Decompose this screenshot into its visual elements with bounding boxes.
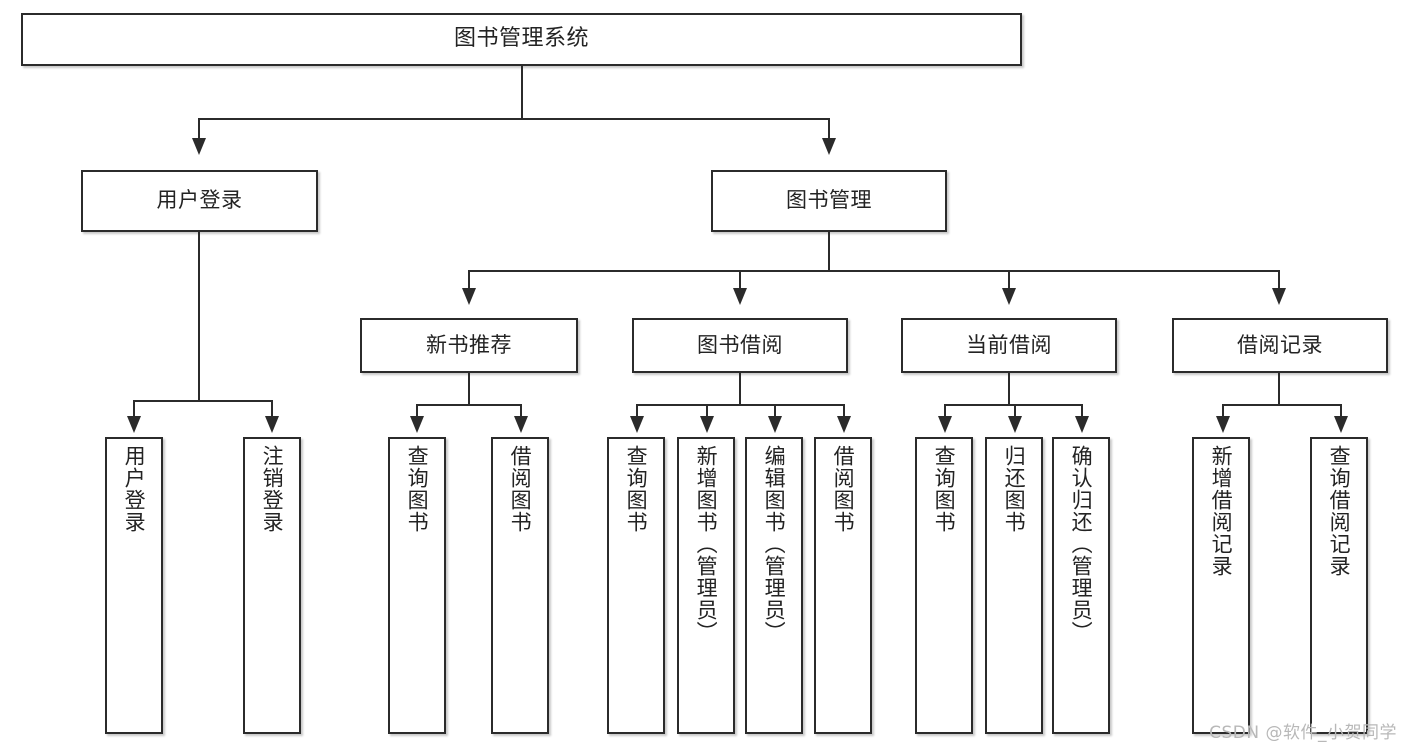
node-label: 图书借阅 xyxy=(697,332,783,357)
node-label: 新增图书（管理员） xyxy=(694,445,719,643)
node-current-borrow[interactable]: 当前借阅 xyxy=(901,318,1117,373)
node-new-book-recommend[interactable]: 新书推荐 xyxy=(360,318,578,373)
node-label: 编辑图书（管理员） xyxy=(762,445,787,643)
leaf-book-borrow-edit[interactable]: 编辑图书（管理员） xyxy=(745,437,803,734)
connector-root-to-book-manage xyxy=(828,118,830,144)
node-label: 借阅图书 xyxy=(508,445,533,533)
leaf-borrow-record-add[interactable]: 新增借阅记录 xyxy=(1192,437,1250,734)
node-label: 确认归还（管理员） xyxy=(1069,445,1094,643)
arrow-bb-leaf-2 xyxy=(700,416,714,433)
arrow-cb-leaf-2 xyxy=(1008,416,1022,433)
node-label: 用户登录 xyxy=(156,188,243,213)
connector-nbr-leaf-2 xyxy=(520,404,522,422)
connector-br-leaf-1 xyxy=(1222,404,1224,422)
connector-book-borrow-stem xyxy=(739,373,741,404)
arrow-nbr-leaf-1 xyxy=(410,416,424,433)
connector-borrow-record-bus xyxy=(1222,404,1342,406)
leaf-new-book-borrow[interactable]: 借阅图书 xyxy=(491,437,549,734)
connector-book-borrow-bus xyxy=(636,404,844,406)
node-label: 用户登录 xyxy=(122,445,147,533)
connector-new-book-recommend-bus xyxy=(416,404,522,406)
connector-cb-leaf-2 xyxy=(1014,404,1016,422)
arrow-to-current-borrow xyxy=(1002,288,1016,305)
leaf-current-borrow-query[interactable]: 查询图书 xyxy=(915,437,973,734)
node-book-management[interactable]: 图书管理 xyxy=(711,170,947,232)
node-label: 图书管理系统 xyxy=(453,26,589,52)
node-label: 借阅图书 xyxy=(831,445,856,533)
connector-current-borrow-stem xyxy=(1008,373,1010,404)
leaf-user-login-login[interactable]: 用户登录 xyxy=(105,437,163,734)
node-root-system[interactable]: 图书管理系统 xyxy=(21,13,1022,66)
arrow-user-login-leaf-2 xyxy=(265,416,279,433)
node-label: 查询图书 xyxy=(624,445,649,533)
leaf-book-borrow-query[interactable]: 查询图书 xyxy=(607,437,665,734)
node-label: 新增借阅记录 xyxy=(1209,445,1234,577)
connector-current-borrow-bus xyxy=(944,404,1082,406)
node-label: 查询图书 xyxy=(405,445,430,533)
connector-user-login-leaf-2 xyxy=(271,400,273,422)
node-book-borrow[interactable]: 图书借阅 xyxy=(632,318,848,373)
connector-bb-leaf-2 xyxy=(706,404,708,422)
connector-user-login-stem xyxy=(198,232,200,400)
connector-bb-leaf-4 xyxy=(843,404,845,422)
node-user-login[interactable]: 用户登录 xyxy=(81,170,318,232)
connector-nbr-leaf-1 xyxy=(416,404,418,422)
arrow-cb-leaf-1 xyxy=(938,416,952,433)
leaf-new-book-query[interactable]: 查询图书 xyxy=(388,437,446,734)
node-label: 当前借阅 xyxy=(966,332,1052,357)
leaf-book-borrow-borrow[interactable]: 借阅图书 xyxy=(814,437,872,734)
arrow-root-to-user-login xyxy=(192,138,206,155)
leaf-current-borrow-return[interactable]: 归还图书 xyxy=(985,437,1043,734)
arrow-cb-leaf-3 xyxy=(1075,416,1089,433)
leaf-book-borrow-add[interactable]: 新增图书（管理员） xyxy=(677,437,735,734)
connector-book-manage-bus xyxy=(468,270,1280,272)
arrow-to-new-book-recommend xyxy=(462,288,476,305)
connector-root-bus xyxy=(198,118,830,120)
leaf-borrow-record-query[interactable]: 查询借阅记录 xyxy=(1310,437,1368,734)
arrow-bb-leaf-4 xyxy=(837,416,851,433)
connector-root-to-user-login xyxy=(198,118,200,144)
node-borrow-record[interactable]: 借阅记录 xyxy=(1172,318,1388,373)
connector-book-manage-stem xyxy=(828,232,830,270)
arrow-user-login-leaf-1 xyxy=(127,416,141,433)
connector-cb-leaf-3 xyxy=(1081,404,1083,422)
node-label: 查询图书 xyxy=(932,445,957,533)
connector-to-borrow-record xyxy=(1278,270,1280,294)
node-label: 新书推荐 xyxy=(426,332,512,357)
arrow-nbr-leaf-2 xyxy=(514,416,528,433)
arrow-to-book-borrow xyxy=(733,288,747,305)
connector-to-current-borrow xyxy=(1008,270,1010,294)
leaf-user-login-logout[interactable]: 注销登录 xyxy=(243,437,301,734)
connector-user-login-bus xyxy=(133,400,273,402)
arrow-bb-leaf-3 xyxy=(768,416,782,433)
arrow-br-leaf-2 xyxy=(1334,416,1348,433)
connector-borrow-record-stem xyxy=(1278,373,1280,404)
arrow-br-leaf-1 xyxy=(1216,416,1230,433)
arrow-root-to-book-manage xyxy=(822,138,836,155)
connector-bb-leaf-1 xyxy=(636,404,638,422)
connector-root-stem xyxy=(521,66,523,118)
leaf-current-borrow-confirm-return[interactable]: 确认归还（管理员） xyxy=(1052,437,1110,734)
node-label: 借阅记录 xyxy=(1237,332,1323,357)
arrow-bb-leaf-1 xyxy=(630,416,644,433)
connector-user-login-leaf-1 xyxy=(133,400,135,422)
node-label: 注销登录 xyxy=(260,445,285,533)
node-label: 归还图书 xyxy=(1002,445,1027,533)
connector-cb-leaf-1 xyxy=(944,404,946,422)
connector-new-book-recommend-stem xyxy=(468,373,470,404)
connector-to-book-borrow xyxy=(739,270,741,294)
node-label: 图书管理 xyxy=(786,188,872,213)
node-label: 查询借阅记录 xyxy=(1327,445,1352,577)
connector-bb-leaf-3 xyxy=(774,404,776,422)
connector-br-leaf-2 xyxy=(1340,404,1342,422)
arrow-to-borrow-record xyxy=(1272,288,1286,305)
connector-to-new-book-recommend xyxy=(468,270,470,294)
